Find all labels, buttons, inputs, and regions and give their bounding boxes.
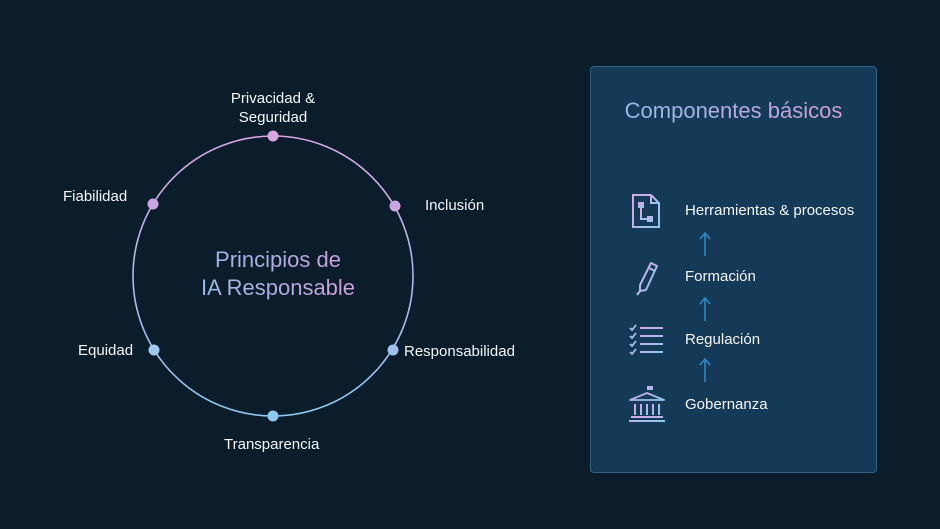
government-building-icon (629, 386, 665, 422)
principle-label-privacidad: Privacidad & Seguridad (230, 90, 316, 126)
component-label-regulacion: Regulación (685, 331, 761, 348)
principles-diagram (132, 130, 414, 422)
component-label-herramientas: Herramientas & procesos (685, 202, 855, 219)
node-inclusion (389, 200, 401, 212)
checklist-icon (629, 324, 663, 356)
principle-label-equidad: Equidad (78, 342, 134, 359)
node-fiabilidad (147, 198, 159, 210)
arrow-up-icon (699, 296, 711, 321)
node-privacidad (267, 130, 279, 142)
arrow-up-icon (699, 231, 711, 256)
components-title: Componentes básicos (591, 97, 876, 125)
node-transparencia (267, 410, 279, 422)
center-title-line2: IA Responsable (200, 275, 356, 300)
center-title: Principios de IA Responsable (168, 246, 388, 302)
flowchart-document-icon (632, 194, 660, 228)
pencil-icon (636, 262, 658, 296)
principle-label-responsabilidad: Responsabilidad (404, 343, 515, 360)
component-label-gobernanza: Gobernanza (685, 396, 768, 413)
principle-label-transparencia: Transparencia (224, 436, 320, 453)
node-equidad (148, 344, 160, 356)
components-panel: Componentes básicos Herramientas & proce… (590, 66, 877, 473)
arrow-up-icon (699, 357, 711, 382)
component-label-formacion: Formación (685, 268, 756, 285)
principle-label-fiabilidad: Fiabilidad (63, 188, 128, 205)
node-responsabilidad (387, 344, 399, 356)
center-title-line1: Principios de (215, 247, 341, 272)
principle-label-inclusion: Inclusión (425, 197, 485, 214)
